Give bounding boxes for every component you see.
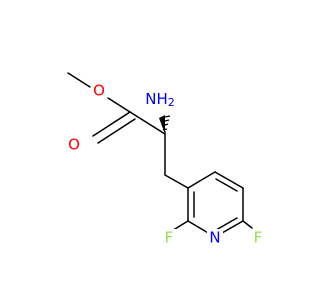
molecule-structure: O O NH2 N F F [67,72,263,247]
ring-bond-c1-c3 [187,171,216,189]
amine-subscript: 2 [168,96,175,109]
stereo-hash-bond [159,115,165,134]
bond-carbonyl-alpha [129,111,166,135]
bond-ch2-ring [164,174,189,189]
amine-label: NH [145,90,168,108]
bond-o-carbonyl-carbon [107,97,131,113]
ring-bond-c6-c1-inner [215,178,238,192]
bond-methyl-o [67,72,91,88]
bond-carbonyl-double-1 [92,111,131,137]
atom-oxygen-carbonyl: O [68,136,80,154]
atom-oxygen-ether: O [93,82,105,100]
atom-nitrogen-amine: NH2 [145,90,175,110]
atom-nitrogen-ring: N [209,229,220,247]
atom-fluorine-right: F [254,229,263,247]
bond-carbonyl-double-2 [97,118,136,144]
atom-fluorine-left: F [165,229,174,247]
ring-bond-c5-n-inner [215,217,238,231]
ring-bond-c6-c1 [214,171,244,189]
stereo-hash-lines [159,115,171,134]
bond-c-f-right [242,220,253,229]
